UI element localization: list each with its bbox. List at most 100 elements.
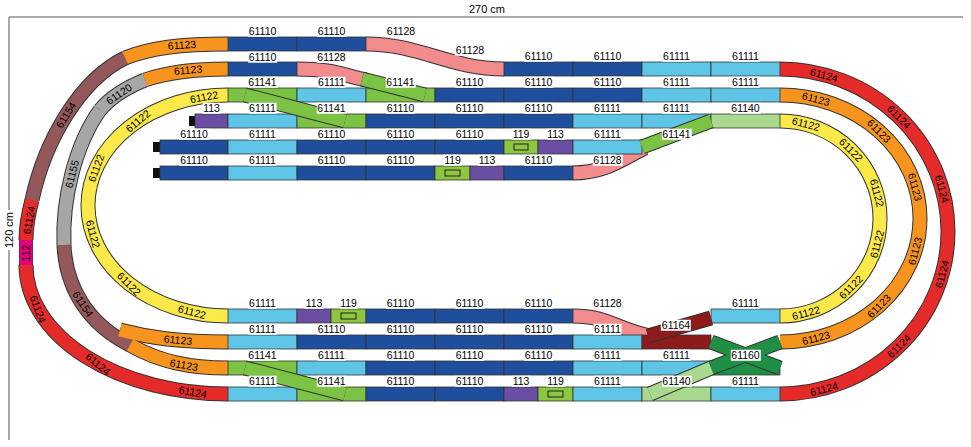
- part-number: 61111: [662, 350, 691, 361]
- feeder-boxes: [341, 144, 563, 397]
- track-curve: [88, 95, 228, 316]
- track-piece: [366, 309, 435, 323]
- track-piece: [435, 361, 504, 375]
- part-number: 61160: [730, 350, 760, 361]
- turnout-branch: [711, 342, 780, 368]
- part-number: 61122: [84, 219, 101, 249]
- part-number: 61110: [386, 324, 416, 335]
- track-piece: [504, 166, 573, 180]
- track-piece: [504, 62, 573, 76]
- turnout-fills: [245, 79, 780, 394]
- part-number: 61122: [837, 136, 865, 164]
- part-number: 61124: [808, 66, 838, 83]
- part-number: 61111: [593, 129, 622, 140]
- track-piece: [228, 140, 297, 154]
- track-piece: [297, 140, 366, 154]
- track-piece: [642, 88, 711, 102]
- part-number: 61110: [524, 350, 554, 361]
- part-number: 113: [305, 298, 324, 309]
- track-piece: [366, 166, 435, 180]
- track-piece: [20, 240, 33, 265]
- track-piece: [538, 387, 573, 401]
- track-piece: [435, 387, 504, 401]
- curve-outlines: [19, 44, 948, 394]
- track-piece: [366, 114, 435, 128]
- track-piece: [228, 37, 297, 51]
- track-piece: [297, 166, 366, 180]
- track-piece: [504, 335, 573, 349]
- turnout-branch: [642, 121, 711, 147]
- track-curve: [780, 121, 880, 316]
- part-number: 61110: [386, 155, 416, 166]
- straight-pieces: [153, 37, 780, 401]
- track-piece: [297, 361, 366, 375]
- feeder-box: [548, 391, 563, 397]
- track-piece: [297, 335, 366, 349]
- feeder-box: [341, 313, 356, 319]
- part-number: 119: [443, 155, 462, 166]
- part-number: 61111: [662, 51, 691, 62]
- part-number: 61110: [317, 129, 347, 140]
- part-number: 61141: [316, 376, 346, 387]
- track-piece: [435, 335, 504, 349]
- part-number: 61128: [592, 298, 622, 309]
- track-curve: [780, 95, 920, 342]
- part-number: 61111: [731, 77, 760, 88]
- part-number: 61128: [386, 26, 416, 37]
- turnout-branch: [711, 342, 780, 368]
- part-number: 119: [546, 376, 565, 387]
- part-number: 61111: [248, 376, 277, 387]
- track-piece: [435, 309, 504, 323]
- track-piece: [573, 387, 642, 401]
- part-number: 61110: [317, 155, 347, 166]
- track-piece: [470, 166, 504, 180]
- part-number: 61111: [593, 376, 622, 387]
- part-number: 61111: [731, 51, 760, 62]
- track-piece: [504, 140, 538, 154]
- track-piece: [573, 361, 642, 375]
- part-number: 61110: [455, 103, 485, 114]
- part-number: 61110: [524, 324, 554, 335]
- part-number: 61140: [661, 376, 691, 387]
- part-number: 61123: [801, 90, 831, 107]
- track-piece: [573, 114, 642, 128]
- track-piece: [504, 361, 573, 375]
- part-number: 61111: [317, 77, 346, 88]
- turnout-branch: [650, 368, 711, 394]
- part-number: 61123: [169, 357, 199, 372]
- buffer-stop: [189, 116, 195, 126]
- part-number: 61111: [662, 77, 691, 88]
- track-piece: [435, 140, 504, 154]
- track-piece: [504, 309, 573, 323]
- part-number: 61122: [868, 178, 885, 208]
- part-number: 61110: [524, 77, 554, 88]
- part-number: 61110: [179, 155, 209, 166]
- track-curve: [100, 80, 145, 110]
- track-piece: [711, 387, 780, 401]
- part-number: 61124: [21, 205, 36, 235]
- part-number: 61111: [731, 376, 760, 387]
- track-curve: [573, 316, 650, 336]
- part-number: 61111: [248, 155, 277, 166]
- turnout-branch: [711, 342, 780, 368]
- part-number: 61123: [167, 39, 196, 51]
- part-number: 61111: [248, 324, 277, 335]
- part-number: 61110: [455, 77, 485, 88]
- part-number: 61154: [54, 100, 78, 130]
- part-number: 61141: [247, 350, 277, 361]
- track-piece: [504, 114, 573, 128]
- part-number: 61110: [386, 103, 416, 114]
- part-number: 61120: [104, 82, 133, 107]
- part-number: 61128: [455, 45, 485, 56]
- part-number: 61141: [661, 129, 691, 140]
- part-number: 119: [512, 129, 531, 140]
- track-piece: [297, 37, 366, 51]
- track-piece: [160, 166, 228, 180]
- part-number: 61155: [63, 159, 80, 189]
- part-number: 61122: [791, 304, 821, 321]
- part-number: 61110: [386, 350, 416, 361]
- part-number: 61110: [248, 26, 278, 37]
- part-number: 61140: [730, 103, 760, 114]
